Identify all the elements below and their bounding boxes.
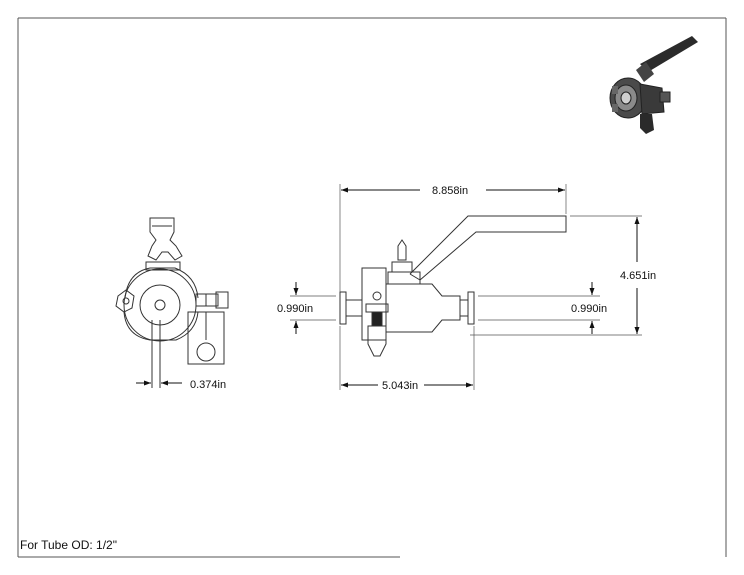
sheet-border — [17, 17, 727, 558]
overall-height-dimension: 4.651in — [620, 217, 656, 334]
right-port-dimension: 0.990in — [571, 282, 607, 334]
overall-length-dimension: 8.858in — [341, 185, 565, 197]
extension-lines — [290, 184, 642, 390]
tube-od-note: For Tube OD: 1/2" — [20, 538, 117, 552]
body-length-dimension: 5.043in — [341, 380, 473, 392]
valve-3d-render-icon — [609, 36, 698, 134]
overall-length-label: 8.858in — [432, 185, 468, 197]
side-view — [115, 217, 229, 388]
offset-dimension: 0.374in — [136, 379, 226, 391]
body-length-label: 5.043in — [382, 380, 418, 392]
front-view — [339, 215, 567, 357]
right-port-label: 0.990in — [571, 303, 607, 315]
overall-height-label: 4.651in — [620, 270, 656, 282]
left-port-label: 0.990in — [277, 303, 313, 315]
left-port-dimension: 0.990in — [277, 282, 313, 334]
offset-label: 0.374in — [190, 379, 226, 391]
